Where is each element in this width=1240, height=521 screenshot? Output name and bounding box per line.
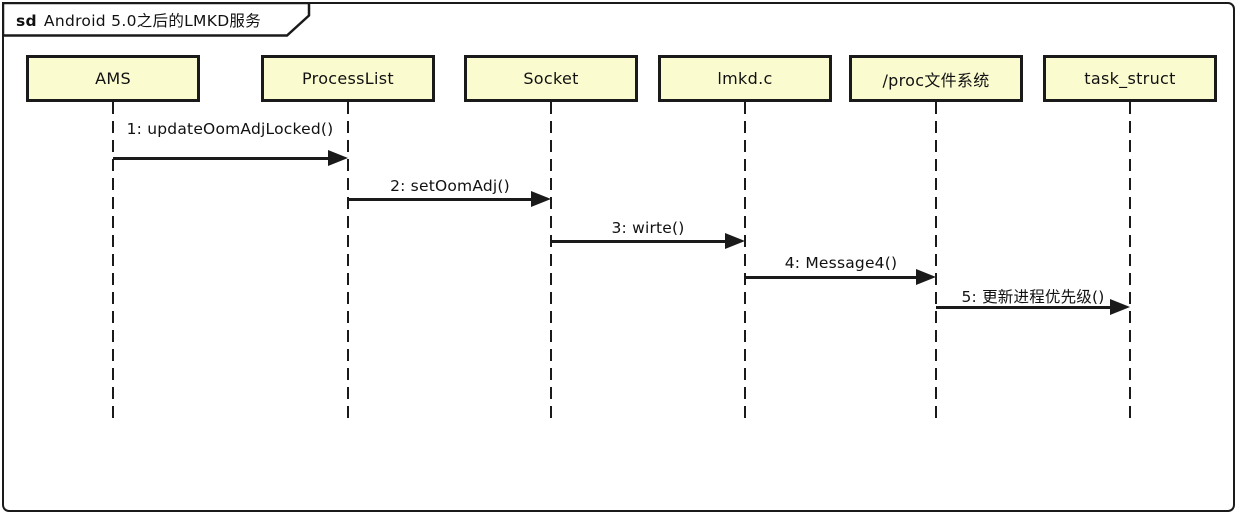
message-3-line xyxy=(551,240,729,243)
sd-keyword: sd xyxy=(16,12,37,30)
lifeline-socket-dashed-line xyxy=(550,102,552,418)
message-4-line xyxy=(745,276,920,279)
message-1-line xyxy=(113,157,332,160)
message-5-arrowhead-icon xyxy=(1110,299,1130,315)
lifeline-head-task-struct: task_struct xyxy=(1043,55,1217,102)
message-5-label: 5: 更新进程优先级() xyxy=(961,288,1105,306)
message-1-arrowhead-icon xyxy=(328,150,348,166)
lifeline-head-processlist: ProcessList xyxy=(261,55,435,102)
lifeline-proc-fs-dashed-line xyxy=(935,102,937,418)
message-1-label: 1: updateOomAdjLocked() xyxy=(126,120,334,138)
diagram-title-text: Android 5.0之后的LMKD服务 xyxy=(43,12,262,30)
message-4-arrowhead-icon xyxy=(916,269,936,285)
diagram-frame xyxy=(2,2,1235,512)
message-5-line xyxy=(936,306,1114,309)
lifeline-head-proc-fs: /proc文件系统 xyxy=(849,55,1023,102)
message-3-label: 3: wirte() xyxy=(611,219,685,237)
lifeline-head-socket: Socket xyxy=(464,55,638,102)
lifeline-task-struct-dashed-line xyxy=(1129,102,1131,418)
message-2-arrowhead-icon xyxy=(531,191,551,207)
lifeline-processlist-dashed-line xyxy=(347,102,349,418)
diagram-title: sd Android 5.0之后的LMKD服务 xyxy=(16,9,261,31)
lifeline-head-lmkd: lmkd.c xyxy=(658,55,832,102)
message-2-line xyxy=(348,198,535,201)
lifeline-lmkd-dashed-line xyxy=(744,102,746,418)
message-2-label: 2: setOomAdj() xyxy=(390,177,510,195)
lifeline-head-ams: AMS xyxy=(26,55,200,102)
message-4-label: 4: Message4() xyxy=(784,254,898,272)
frame-title-tab xyxy=(2,2,311,37)
message-3-arrowhead-icon xyxy=(725,233,745,249)
lifeline-ams-dashed-line xyxy=(112,102,114,418)
